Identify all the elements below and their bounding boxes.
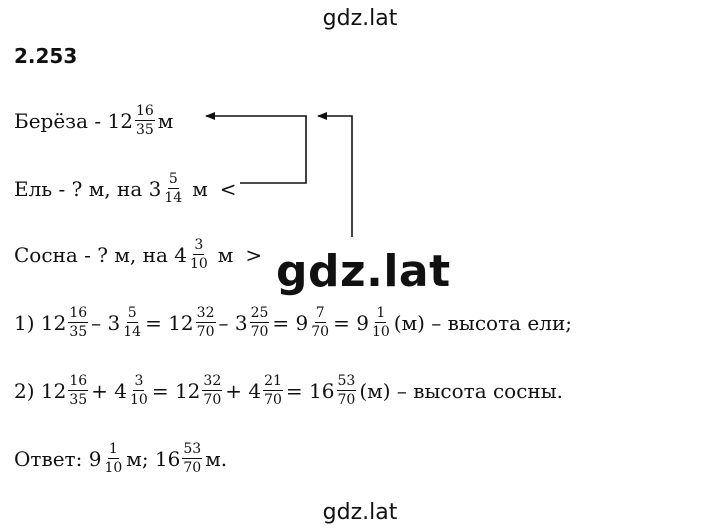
step1-frac-a: 16 35 [68, 305, 89, 340]
step2-frac-a-d: 35 [69, 392, 88, 408]
step2-frac-b-n: 3 [133, 373, 145, 391]
answer-frac-b-d: 70 [183, 460, 202, 476]
step2-frac-c: 32 70 [202, 373, 223, 408]
step2-frac-d-d: 70 [264, 392, 282, 408]
watermark-center: gdz.lat [276, 246, 451, 297]
answer-line: Ответ: 9 1 10 м; 16 53 70 м. [14, 442, 227, 475]
birch-line: Берёза - 12 16 35 м [14, 104, 173, 137]
step2-line: 2) 12 16 35 + 4 3 10 = 12 32 70 + 4 21 7… [14, 374, 563, 407]
birch-unit: м [157, 108, 174, 133]
step1-frac-c-d: 70 [196, 324, 215, 340]
spruce-compare-sign: < [219, 176, 237, 201]
step1-frac-d-d: 70 [250, 324, 269, 340]
step2-eq1: = 12 [151, 378, 201, 403]
step2-frac-b: 3 10 [129, 374, 149, 407]
step1-frac-e-n: 7 [314, 305, 326, 323]
step2-prefix: 2) 12 [14, 378, 67, 403]
step1-eq3: = 9 [333, 310, 369, 335]
step2-frac-e: 53 70 [336, 373, 357, 408]
answer-suffix: м. [205, 446, 228, 471]
step1-frac-c-n: 32 [195, 305, 216, 323]
step1-frac-f-n: 1 [375, 305, 387, 323]
pine-compare-sign: > [245, 242, 263, 267]
step2-eq2: = 16 [285, 378, 335, 403]
step2-frac-d: 21 70 [263, 374, 283, 407]
watermark-bottom: gdz.lat [322, 500, 398, 525]
step1-frac-c: 32 70 [195, 305, 216, 340]
step1-op1: – 3 [91, 310, 121, 335]
step1-prefix: 1) 12 [14, 310, 67, 335]
spruce-unit: м [192, 176, 208, 201]
step1-frac-b-n: 5 [126, 305, 138, 323]
birch-fraction: 16 35 [134, 103, 155, 138]
spruce-line: Ель - ? м, на 3 5 14 м < [14, 172, 237, 205]
step1-frac-b-d: 14 [123, 324, 142, 340]
answer-frac-b: 53 70 [182, 441, 203, 476]
step1-frac-e: 7 70 [310, 306, 330, 339]
step2-frac-b-d: 10 [130, 392, 148, 408]
answer-frac-a: 1 10 [103, 442, 123, 475]
step1-eq2: = 9 [272, 310, 309, 335]
birch-frac-numerator: 16 [134, 103, 155, 121]
step1-frac-e-d: 70 [311, 324, 330, 340]
step1-frac-d-n: 25 [249, 305, 270, 323]
step1-eq1: = 12 [145, 310, 194, 335]
step2-op2: + 4 [225, 378, 262, 403]
step2-op1: + 4 [91, 378, 128, 403]
pine-to-birch-arrow [317, 112, 353, 237]
answer-mid: м; 16 [126, 446, 181, 471]
spruce-to-birch-arrow [205, 112, 307, 184]
step1-frac-f-d: 10 [371, 324, 390, 340]
answer-prefix: Ответ: 9 [14, 446, 102, 471]
pine-line: Сосна - ? м, на 4 3 10 м > [14, 238, 262, 271]
step2-frac-c-d: 70 [203, 392, 222, 408]
step1-frac-d: 25 70 [249, 305, 270, 340]
pine-frac-denominator: 10 [189, 256, 208, 272]
spruce-frac-denominator: 14 [164, 190, 183, 206]
step1-frac-f: 1 10 [371, 306, 391, 339]
step2-frac-c-n: 32 [202, 373, 223, 391]
answer-frac-a-d: 10 [104, 460, 123, 476]
step1-frac-a-n: 16 [68, 305, 89, 323]
pine-frac-numerator: 3 [193, 237, 205, 255]
step2-frac-a-n: 16 [68, 373, 89, 391]
step2-frac-e-n: 53 [336, 373, 357, 391]
pine-fraction: 3 10 [189, 238, 209, 271]
pine-unit: м [217, 242, 234, 267]
birch-label: Берёза - 12 [14, 108, 133, 133]
step1-frac-b: 5 14 [122, 306, 142, 339]
spruce-fraction: 5 14 [163, 172, 183, 205]
step2-suffix: (м) – высота сосны. [359, 378, 564, 403]
step1-suffix: (м) – высота ели; [393, 310, 573, 335]
spruce-label: Ель - ? м, на 3 [14, 176, 162, 201]
task-number: 2.253 [14, 44, 78, 68]
step1-op2: – 3 [218, 310, 248, 335]
spruce-frac-numerator: 5 [167, 171, 179, 189]
pine-label: Сосна - ? м, на 4 [14, 242, 187, 267]
step2-frac-d-n: 21 [263, 373, 283, 391]
step2-frac-a: 16 35 [68, 373, 89, 408]
step2-frac-e-d: 70 [337, 392, 356, 408]
watermark-top: gdz.lat [322, 6, 398, 31]
answer-frac-b-n: 53 [182, 441, 203, 459]
step1-frac-a-d: 35 [69, 324, 88, 340]
birch-frac-denominator: 35 [135, 122, 154, 138]
step1-line: 1) 12 16 35 – 3 5 14 = 12 32 70 – 3 25 7… [14, 306, 572, 339]
answer-frac-a-n: 1 [107, 441, 119, 459]
